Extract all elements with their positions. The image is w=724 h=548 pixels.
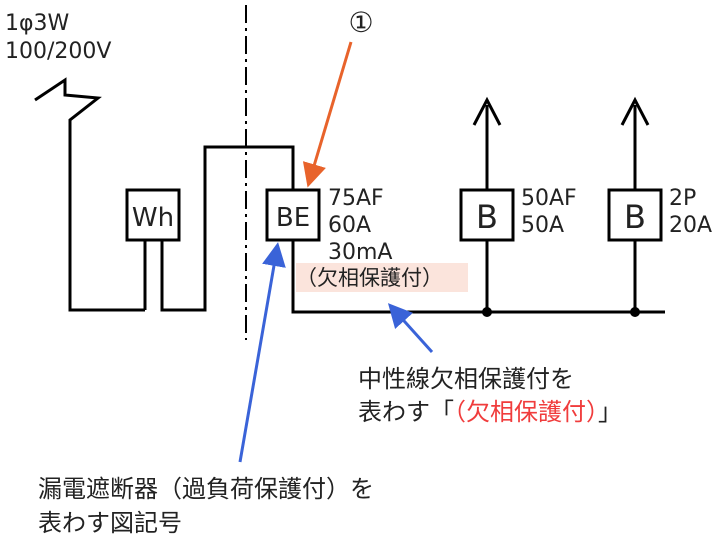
elcb-pointer-arrow [238,242,286,463]
breaker1-frame-label: 50AF [521,186,577,211]
supply-phase-label: 1φ3W [5,11,70,36]
elcb-rated-label: 60A [328,213,371,238]
phase-note-red: （欠相保護付） [454,398,598,426]
service-drop-line [34,77,145,312]
meter-lead-out [160,145,295,312]
supply-voltage-label: 100/200V [5,39,111,64]
elcb-frame-label: 75AF [328,186,384,211]
breaker2-rated-label: 20A [669,213,712,238]
callout-marker: ① [348,6,373,39]
phase-note-line1: 中性線欠相保護付を [358,365,574,393]
phase-loss-pointer-arrow [387,303,434,354]
branch-breaker-1-label: B [476,198,498,236]
watt-hour-meter-label: Wh [132,203,174,233]
watt-hour-meter [125,188,181,242]
branch2-junction [630,307,640,317]
main-bus-line [291,240,665,314]
branch1-junction [482,307,492,317]
phase-note-line2: 表わす「（欠相保護付）」 [358,398,622,426]
elcb-note-line1: 漏電遮断器（過負荷保護付）を [38,475,374,503]
earth-leakage-breaker-label: BE [276,203,310,233]
branch-breaker-2 [607,188,663,242]
phase-note-suffix: 」 [598,398,622,426]
elcb-note-line2: 表わす図記号 [38,509,182,537]
branch1-arrow-icon [472,96,502,126]
callout-arrow-orange [302,41,353,188]
breaker2-poles-label: 2P [669,186,696,211]
phase-note-prefix: 表わす「 [358,398,454,426]
branch2-arrow-icon [620,96,650,126]
branch-breaker-2-label: B [624,198,646,236]
elcb-sensitivity-label: 30mA [328,240,392,265]
branch-breaker-1 [459,188,515,242]
breaker1-rated-label: 50A [521,213,564,238]
phase-loss-highlight [296,263,468,292]
elcb-phase-loss-label: （欠相保護付） [296,266,443,290]
